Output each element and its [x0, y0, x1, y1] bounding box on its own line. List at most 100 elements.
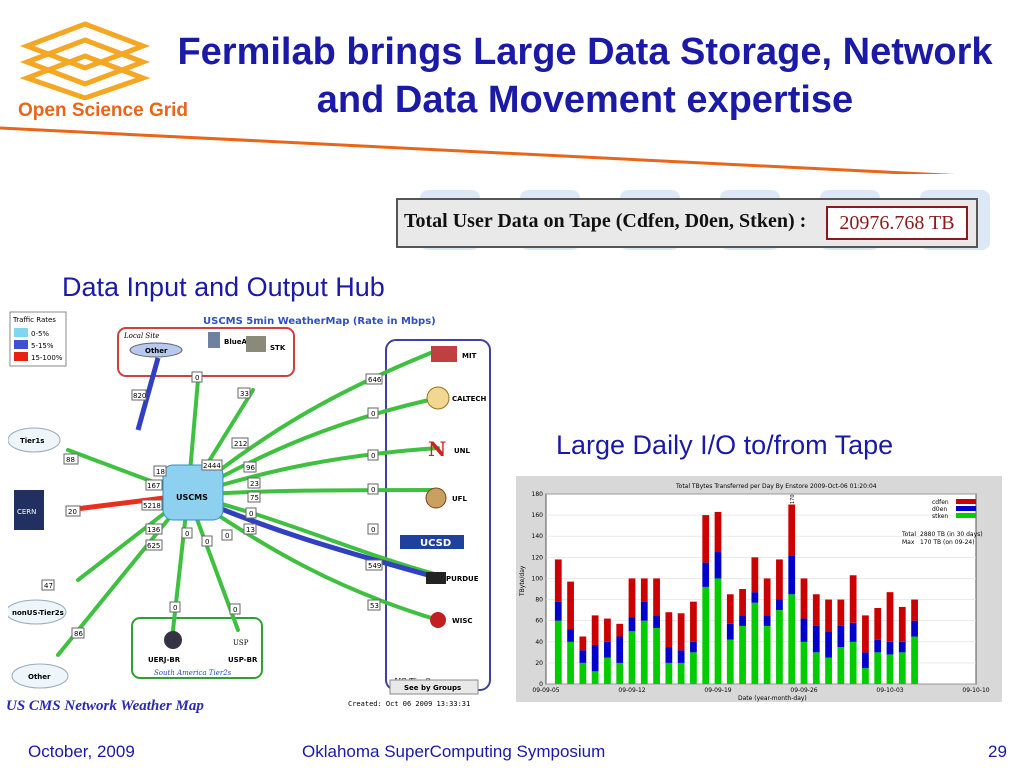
bar-cdfen — [898, 606, 906, 642]
rate-label: 75 — [250, 494, 259, 502]
y-tick-label: 40 — [535, 639, 543, 646]
daily-io-chart: Total TBytes Transferred per Day By Enst… — [516, 476, 1002, 702]
bar-cdfen — [604, 618, 611, 642]
node-other-bottom: Other — [28, 673, 51, 681]
bar-stken — [726, 639, 734, 684]
bar-cdfen — [677, 613, 685, 651]
slide-title: Fermilab brings Large Data Storage, Netw… — [177, 31, 993, 121]
bar-d0en — [886, 641, 894, 655]
bar-stken — [567, 641, 574, 684]
rate-label: 0 — [185, 530, 189, 538]
rate-label: 167 — [147, 482, 160, 490]
bar-cdfen — [690, 601, 697, 642]
rate-label: 646 — [368, 376, 382, 384]
y-tick-label: 160 — [532, 512, 544, 519]
stat-total-label: Total — [901, 531, 916, 538]
bar-cdfen — [763, 578, 771, 616]
osg-logo-icon — [19, 21, 151, 100]
rate-label: 625 — [147, 542, 160, 550]
node-unl-logo: N — [428, 437, 446, 461]
bar-d0en — [604, 641, 611, 658]
node-mit: MIT — [462, 352, 477, 360]
x-tick-label: 09-09-12 — [618, 687, 645, 694]
rate-label: 0 — [371, 452, 375, 460]
footer-event: Oklahoma SuperComputing Symposium — [302, 742, 606, 761]
legend-stken: stken — [932, 513, 948, 520]
bar-stken — [690, 652, 697, 684]
legend-5-15: 5-15% — [31, 342, 54, 350]
chart-title: Total TBytes Transferred per Day By Enst… — [675, 483, 877, 490]
node-usp-br: USP-BR — [228, 656, 258, 664]
traffic-rate-legend: Traffic Rates 0-5% 5-15% 15-100% — [9, 311, 67, 367]
bar-d0en — [862, 652, 869, 669]
bar-stken — [837, 647, 845, 684]
bar-cdfen — [640, 578, 648, 602]
bar-stken — [788, 594, 796, 684]
y-tick-label: 0 — [539, 681, 543, 688]
rate-label: 0 — [205, 538, 209, 546]
bar-cdfen — [825, 599, 832, 632]
rate-label: 0 — [249, 510, 253, 518]
node-unl: UNL — [454, 447, 471, 455]
y-tick-label: 60 — [535, 618, 543, 625]
local-site-label: Local Site — [123, 332, 159, 340]
see-by-groups-button[interactable]: See by Groups — [404, 684, 461, 692]
legend-15-100: 15-100% — [31, 354, 63, 362]
bar-d0en — [677, 650, 685, 663]
rate-label: 5218 — [143, 502, 161, 510]
node-stk: STK — [270, 344, 286, 352]
bar-d0en — [554, 601, 562, 621]
rate-label: 96 — [246, 464, 255, 472]
bar-cdfen — [812, 594, 820, 626]
y-tick-label: 180 — [532, 491, 544, 498]
bar-d0en — [739, 615, 746, 626]
node-ufl: UFL — [452, 495, 467, 503]
rate-label: 47 — [44, 582, 53, 590]
bar-d0en — [567, 629, 574, 642]
y-tick-label: 20 — [535, 660, 543, 667]
bar-stken — [714, 578, 722, 684]
weathermap-created: Created: Oct 06 2009 13:33:31 — [348, 700, 470, 708]
bar-stken — [862, 668, 869, 684]
bar-cdfen — [567, 581, 574, 630]
bar-cdfen — [837, 599, 845, 626]
bar-stken — [702, 586, 710, 684]
bar-d0en — [714, 552, 722, 579]
rate-label: 0 — [225, 532, 229, 540]
bar-d0en — [726, 623, 734, 640]
node-other-top: Other — [145, 347, 168, 355]
stat-max-value: 170 TB (on 09-24) — [920, 539, 975, 546]
bar-cdfen — [591, 615, 599, 645]
tape-total-value: 20976.768 TB — [826, 206, 968, 240]
bar-stken — [800, 641, 808, 684]
bar-d0en — [751, 592, 759, 603]
bar-stken — [677, 662, 685, 684]
tape-total-box: Total User Data on Tape (Cdfen, D0en, St… — [396, 198, 978, 248]
bar-d0en — [812, 625, 820, 653]
x-tick-label: 09-09-26 — [790, 687, 817, 694]
bar-d0en — [788, 555, 796, 595]
y-tick-label: 80 — [535, 597, 543, 604]
south-america-label: South America Tier2s — [154, 669, 232, 677]
bar-d0en — [776, 599, 783, 611]
bar-cdfen — [849, 575, 857, 623]
bar-cdfen — [886, 592, 894, 642]
rate-label: 33 — [240, 390, 249, 398]
node-ucsd: UCSD — [420, 538, 451, 549]
bar-stken — [739, 625, 746, 684]
bar-stken — [886, 654, 894, 684]
bar-cdfen — [911, 599, 918, 621]
bar-cdfen — [653, 578, 660, 616]
stat-total-value: 2880 TB (in 30 days) — [920, 531, 983, 538]
y-tick-label: 120 — [532, 554, 544, 561]
chart-ylabel: TByte/day — [519, 565, 526, 597]
legend-swatch-cdfen — [956, 499, 976, 504]
title-underline — [0, 126, 955, 174]
chart-legend: cdfen d0en stken Total 2880 TB (in 30 da… — [901, 499, 983, 546]
rate-label: 0 — [371, 486, 375, 494]
osg-logo-text: Open Science Grid — [18, 100, 188, 121]
rate-label: 0 — [371, 410, 375, 418]
legend-cdfen: cdfen — [932, 499, 949, 506]
bar-cdfen — [628, 578, 636, 618]
legend-d0en: d0en — [932, 506, 947, 513]
